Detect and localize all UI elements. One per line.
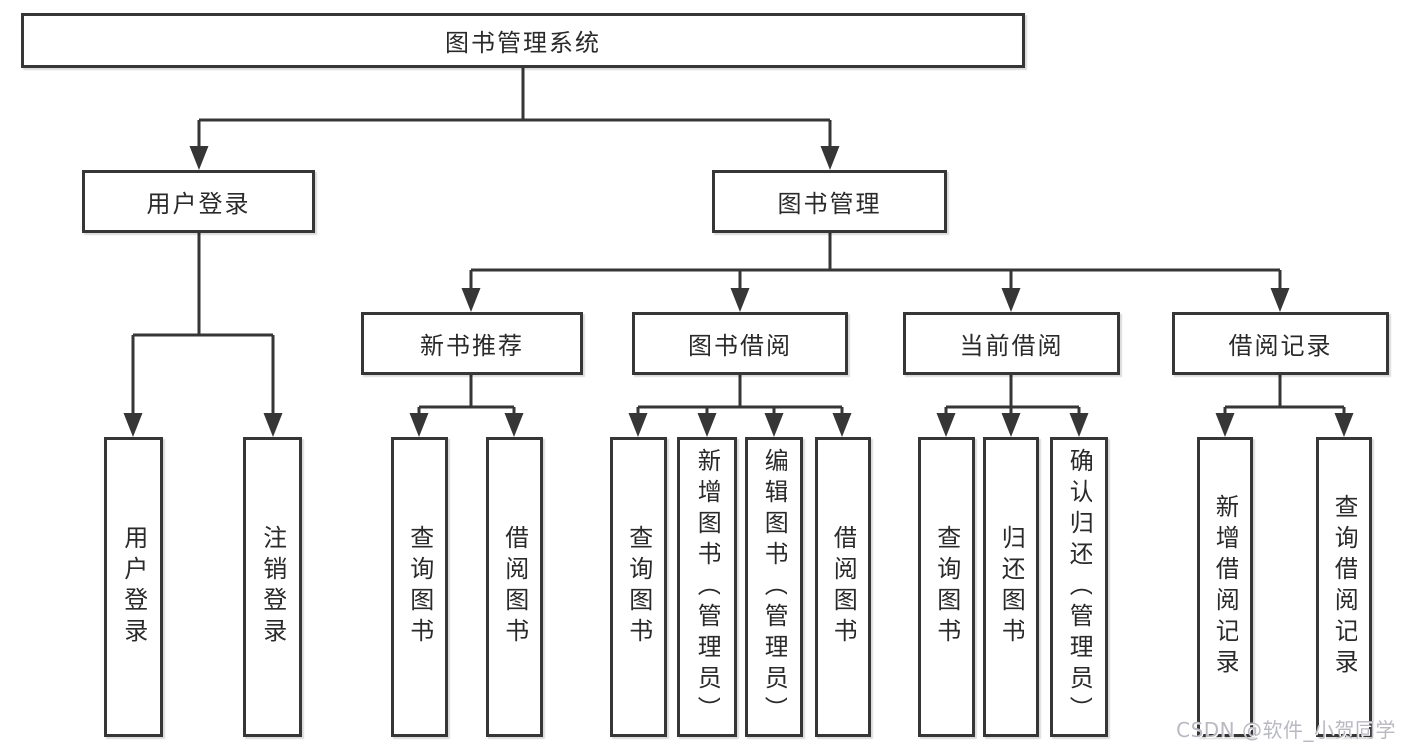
leaf-user-login-label: 用户登录 — [120, 525, 147, 649]
leaf-logout-label: 注销登录 — [259, 525, 286, 649]
leaf-query-books-borrow-label: 查询图书 — [625, 525, 652, 649]
leaf-borrow-books-borrow-label: 借阅图书 — [829, 525, 857, 649]
csdn-watermark: CSDN @软件_小贺同学 — [1176, 718, 1396, 742]
leaf-confirm-return-admin-label: 确认归还（管理员） — [1065, 447, 1093, 727]
leaf-user-login: 用户登录 — [104, 437, 163, 737]
node-book-management: 图书管理 — [712, 170, 947, 233]
leaf-borrow-books-recommend-label: 借阅图书 — [501, 525, 528, 649]
leaf-logout: 注销登录 — [243, 437, 302, 737]
leaf-return-book: 归还图书 — [983, 437, 1039, 737]
arrowheads — [123, 146, 1354, 437]
leaf-query-books-borrow: 查询图书 — [610, 437, 667, 737]
leaf-query-books-current-label: 查询图书 — [933, 525, 960, 649]
leaf-query-books-recommend: 查询图书 — [391, 437, 448, 737]
node-current-borrow: 当前借阅 — [903, 312, 1120, 375]
leaf-add-book-admin-label: 新增图书（管理员） — [693, 447, 721, 727]
leaf-edit-book-admin-label: 编辑图书（管理员） — [760, 447, 788, 727]
leaf-add-borrow-record: 新增借阅记录 — [1197, 437, 1253, 737]
leaf-borrow-books-borrow: 借阅图书 — [815, 437, 871, 737]
leaf-query-books-recommend-label: 查询图书 — [406, 525, 433, 649]
node-library-system: 图书管理系统 — [21, 13, 1025, 68]
leaf-add-borrow-record-label: 新增借阅记录 — [1211, 494, 1239, 680]
leaf-edit-book-admin: 编辑图书（管理员） — [745, 437, 803, 737]
node-borrow-records: 借阅记录 — [1172, 312, 1389, 375]
leaf-query-borrow-record: 查询借阅记录 — [1316, 437, 1372, 737]
node-user-login: 用户登录 — [82, 170, 315, 233]
connector-path — [131, 68, 1346, 417]
leaf-borrow-books-recommend: 借阅图书 — [486, 437, 543, 737]
leaf-confirm-return-admin: 确认归还（管理员） — [1050, 437, 1108, 737]
node-book-borrow: 图书借阅 — [632, 312, 848, 375]
leaf-query-borrow-record-label: 查询借阅记录 — [1330, 494, 1358, 680]
leaf-query-books-current: 查询图书 — [918, 437, 975, 737]
leaf-return-book-label: 归还图书 — [997, 525, 1025, 649]
leaf-add-book-admin: 新增图书（管理员） — [677, 437, 737, 737]
node-new-book-recommend: 新书推荐 — [361, 312, 583, 375]
